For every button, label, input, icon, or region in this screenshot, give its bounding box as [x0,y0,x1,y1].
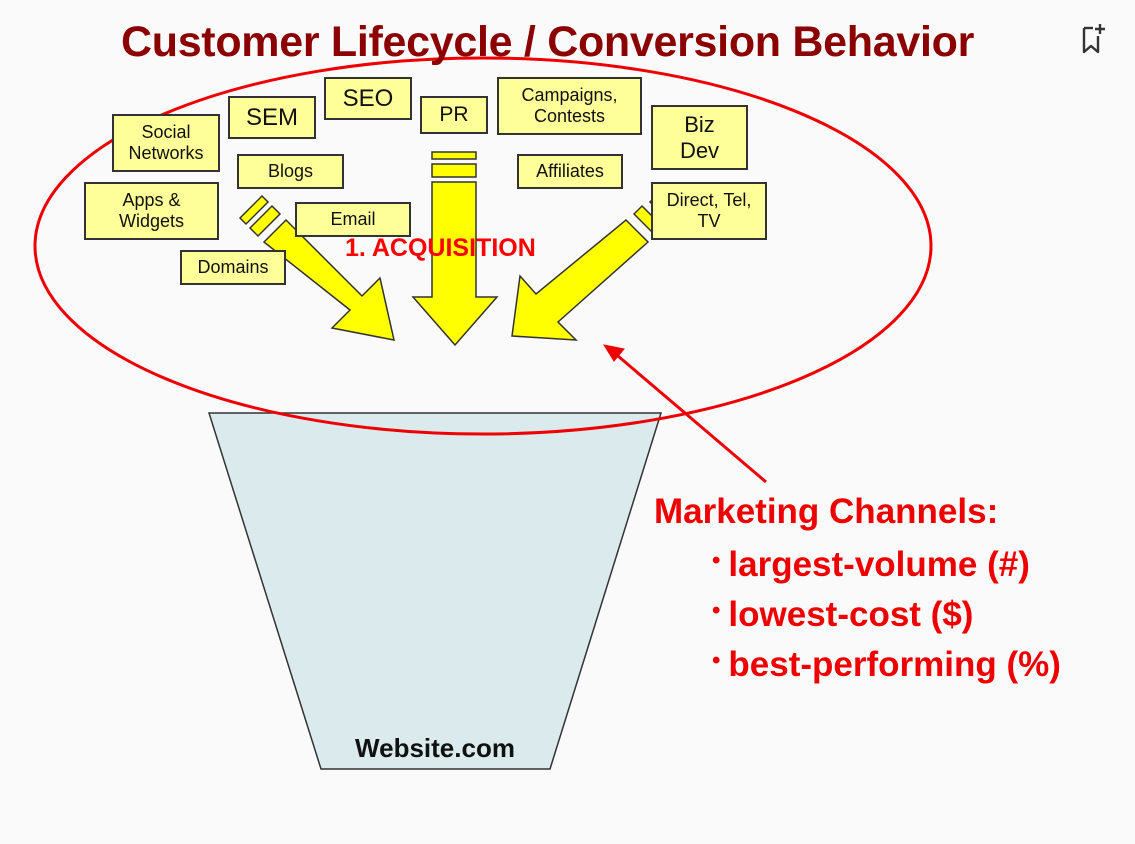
pointer-arrow [602,344,767,484]
channel-campaigns-contests[interactable]: Campaigns, Contests [497,77,642,135]
channel-social-networks[interactable]: Social Networks [112,114,220,172]
bookmark-add-icon[interactable] [1080,22,1106,56]
channel-apps-widgets[interactable]: Apps & Widgets [84,182,219,240]
acquisition-ellipse [33,56,933,436]
marketing-channels-list: • largest-volume (#) • lowest-cost ($) • be… [712,538,1061,688]
channel-biz-dev[interactable]: Biz Dev [651,105,748,170]
bullet-text: largest-volume (#) [728,545,1030,584]
bullet-text: lowest-cost ($) [728,595,974,634]
slide-title: Customer Lifecycle / Conversion Behavior [120,18,975,66]
channel-email[interactable]: Email [295,202,411,237]
channel-sem[interactable]: SEM [228,96,316,139]
channel-blogs[interactable]: Blogs [237,154,344,189]
channel-seo[interactable]: SEO [324,77,412,120]
marketing-bullet: • lowest-cost ($) [712,588,1061,638]
acquisition-label: 1. ACQUISITION [345,234,536,262]
marketing-bullet: • largest-volume (#) [712,538,1061,588]
bullet-dot-icon: • [712,597,721,624]
marketing-bullet: • best-performing (%) [712,638,1061,688]
channel-domains[interactable]: Domains [180,250,286,285]
channel-pr[interactable]: PR [420,96,488,134]
bullet-dot-icon: • [712,647,721,674]
channel-direct-tel-tv[interactable]: Direct, Tel, TV [651,182,767,240]
funnel-label: Website.com [355,733,515,763]
funnel [207,412,663,770]
left-arrow [238,194,395,341]
marketing-channels-heading: Marketing Channels: [654,492,999,531]
bullet-dot-icon: • [712,547,721,574]
channel-affiliates[interactable]: Affiliates [517,154,623,189]
bullet-text: best-performing (%) [728,645,1061,684]
center-arrow [411,151,499,347]
